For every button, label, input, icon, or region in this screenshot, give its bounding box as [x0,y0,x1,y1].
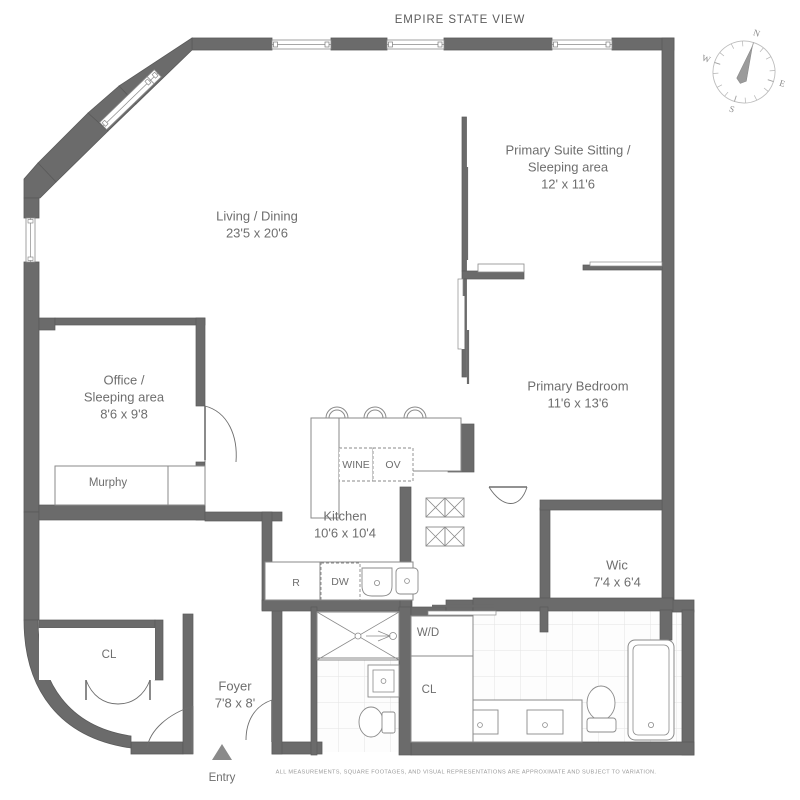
room-label-primary-suite-2: Sleeping area [528,159,609,174]
room-dim-office: 8'6 x 9'8 [100,406,148,421]
murphy-bed: Murphy [54,465,206,506]
wine-fridge-label: WINE [342,459,369,471]
view-title: EMPIRE STATE VIEW [395,14,526,26]
bath-closet-label: CL [422,684,437,696]
room-label-office: Office / [104,372,145,387]
room-label-living-dining: Living / Dining [216,208,298,223]
west-window [25,217,36,263]
north-windows [271,39,613,50]
room-dim-foyer: 7'8 x 8' [215,695,255,710]
sliding-partitions [457,167,663,384]
room-label-primary-bedroom: Primary Bedroom [527,378,628,393]
room-label-wic: Wic [606,557,628,572]
compass-east-label: E [778,78,787,89]
dishwasher-label: DW [331,576,349,588]
room-dim-living-dining: 23'5 x 20'6 [226,225,288,240]
bathroom-secondary-fixtures [316,611,400,738]
refrigerator-label: R [292,577,300,589]
room-labels: Living / Dining 23'5 x 20'6 Primary Suit… [84,142,641,710]
room-dim-wic: 7'4 x 6'4 [593,574,641,589]
room-label-kitchen: Kitchen [323,508,366,523]
room-label-primary-suite: Primary Suite Sitting / [506,142,631,157]
door-leaves [85,406,527,752]
murphy-bed-label: Murphy [89,477,128,489]
room-label-foyer: Foyer [218,678,252,693]
room-dim-primary-bedroom: 11'6 x 13'6 [547,395,608,410]
disclaimer-text: ALL MEASUREMENTS, SQUARE FOOTAGES, AND V… [276,769,657,775]
compass-south-label: S [728,104,736,115]
room-dim-kitchen: 10'6 x 10'4 [314,525,376,540]
kitchen-fixtures: WINE OV R DW [264,406,465,601]
room-dim-primary-suite: 12' x 11'6 [541,176,595,191]
hall-closet-label: CL [102,649,117,661]
oven-label: OV [385,459,400,471]
washer-dryer-label: W/D [417,627,439,639]
compass-rose: N E S W [701,27,787,115]
compass-west-label: W [701,53,713,65]
room-label-office-2: Sleeping area [84,389,165,404]
closet-fixtures: W/D CL [410,615,474,743]
compass-north-label: N [752,27,762,39]
hall-closet: CL [39,628,155,680]
entry-marker: Entry [209,744,236,784]
bathroom-primary-fixtures [427,604,675,743]
bay-windows [25,69,162,263]
entry-label: Entry [209,772,236,784]
